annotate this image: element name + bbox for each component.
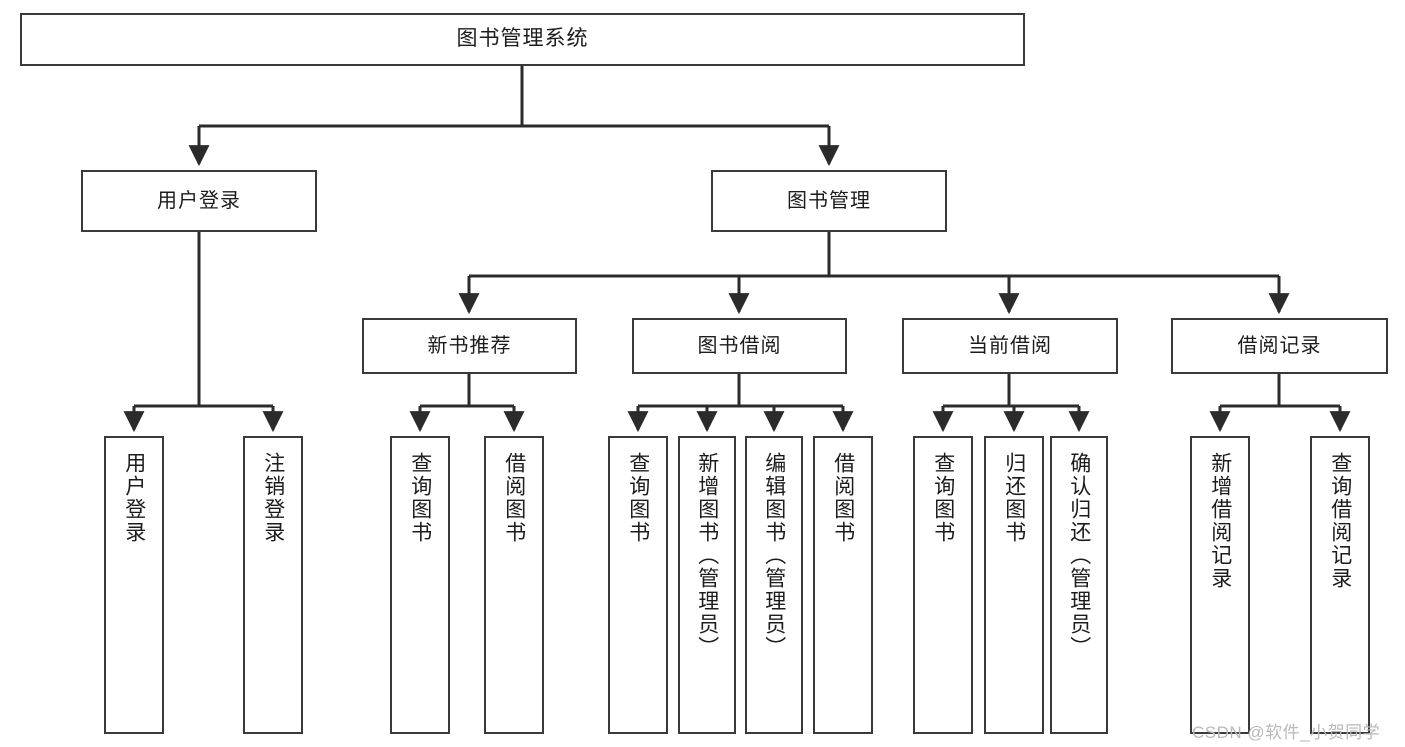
node-label: 用户登录 (122, 452, 146, 544)
node-label: 借阅记录 (1237, 334, 1322, 357)
leaf-return-book[interactable]: 归还图书 (984, 436, 1044, 734)
node-new-book-recommendation[interactable]: 新书推荐 (362, 318, 577, 374)
node-borrowing-record[interactable]: 借阅记录 (1171, 318, 1388, 374)
leaf-borrow-book-nbr[interactable]: 借阅图书 (484, 436, 544, 734)
node-label: 图书管理 (787, 189, 871, 212)
leaf-query-borrow-record[interactable]: 查询借阅记录 (1310, 436, 1370, 734)
node-current-borrowing[interactable]: 当前借阅 (902, 318, 1118, 374)
leaf-query-book-nbr[interactable]: 查询图书 (390, 436, 450, 734)
node-label: 借阅图书 (831, 452, 855, 544)
leaf-confirm-return-admin[interactable]: 确认归还（管理员） (1050, 436, 1108, 734)
node-label: 借阅图书 (502, 452, 526, 544)
leaf-add-borrow-record[interactable]: 新增借阅记录 (1190, 436, 1250, 734)
node-root-system[interactable]: 图书管理系统 (20, 13, 1025, 66)
leaf-query-book-cb[interactable]: 查询图书 (913, 436, 973, 734)
node-label: 查询图书 (408, 452, 432, 544)
node-user-login[interactable]: 用户登录 (81, 170, 317, 232)
leaf-user-logout[interactable]: 注销登录 (243, 436, 303, 734)
node-label: 新增借阅记录 (1208, 452, 1232, 590)
node-book-management[interactable]: 图书管理 (711, 170, 947, 232)
node-label: 确认归还（管理员） (1067, 452, 1091, 659)
node-label: 编辑图书（管理员） (762, 452, 786, 659)
leaf-edit-book-admin[interactable]: 编辑图书（管理员） (745, 436, 803, 734)
node-label: 归还图书 (1002, 452, 1026, 544)
node-label: 新书推荐 (427, 334, 512, 357)
csdn-watermark: CSDN @软件_小贺同学 (1192, 723, 1381, 742)
leaf-query-book-bb[interactable]: 查询图书 (608, 436, 668, 734)
node-label: 查询图书 (626, 452, 650, 544)
leaf-user-login[interactable]: 用户登录 (104, 436, 164, 734)
leaf-borrow-book-bb[interactable]: 借阅图书 (813, 436, 873, 734)
node-label: 图书借阅 (697, 334, 782, 357)
node-label: 新增图书（管理员） (695, 452, 719, 659)
node-label: 查询借阅记录 (1328, 452, 1352, 590)
node-book-borrowing[interactable]: 图书借阅 (632, 318, 847, 374)
node-label: 查询图书 (931, 452, 955, 544)
node-label: 当前借阅 (968, 334, 1052, 357)
leaf-add-book-admin[interactable]: 新增图书（管理员） (678, 436, 736, 734)
node-label: 图书管理系统 (456, 27, 589, 51)
node-label: 用户登录 (157, 189, 241, 212)
node-label: 注销登录 (261, 452, 285, 544)
